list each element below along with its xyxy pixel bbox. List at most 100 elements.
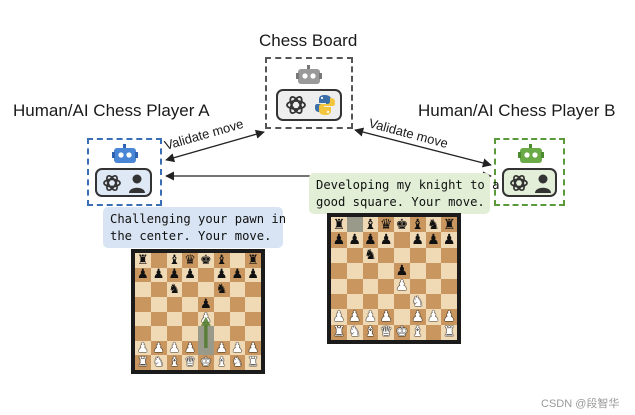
player-a-message-line: the center. Your move. xyxy=(110,229,272,243)
black-pawn-icon: ♟ xyxy=(332,232,346,248)
square-d4 xyxy=(378,278,394,294)
black-bishop-icon: ♝ xyxy=(364,217,377,233)
square-g3 xyxy=(229,326,246,341)
square-b3 xyxy=(346,293,363,310)
robot-icon xyxy=(112,144,138,163)
black-pawn-icon: ♟ xyxy=(184,267,196,283)
white-pawn-icon: ♟ xyxy=(168,340,181,356)
square-d5 xyxy=(182,296,198,312)
square-f2: ♟ xyxy=(213,340,230,356)
square-a7: ♟ xyxy=(331,232,347,248)
square-b6 xyxy=(346,247,363,264)
square-d8: ♛ xyxy=(182,253,198,268)
white-pawn-icon: ♟ xyxy=(215,340,228,356)
black-bishop-icon: ♝ xyxy=(215,253,228,268)
black-rook-icon: ♜ xyxy=(442,217,456,233)
square-f5 xyxy=(409,263,426,279)
black-queen-icon: ♛ xyxy=(379,217,393,233)
square-c5 xyxy=(362,263,379,279)
white-pawn-icon: ♟ xyxy=(348,309,361,325)
square-a8: ♜ xyxy=(135,253,151,268)
openai-logo-icon xyxy=(510,174,528,192)
square-a8: ♜ xyxy=(331,217,347,233)
player-a-card xyxy=(95,168,152,197)
edge-label-left: Validate move xyxy=(163,116,245,153)
square-c2: ♟ xyxy=(166,340,183,356)
player-a-message: Challenging your pawn in the center. You… xyxy=(103,207,287,248)
robot-icon xyxy=(296,65,322,84)
white-pawn-icon: ♟ xyxy=(442,309,456,325)
robot-icon xyxy=(518,144,544,163)
black-pawn-icon: ♟ xyxy=(200,296,212,312)
square-b6 xyxy=(150,282,167,297)
black-pawn-icon: ♟ xyxy=(379,232,393,248)
square-h1: ♜ xyxy=(245,355,261,370)
square-b8 xyxy=(150,253,167,268)
square-a1: ♜ xyxy=(135,355,151,370)
square-f4 xyxy=(409,278,426,294)
black-pawn-icon: ♟ xyxy=(168,267,181,283)
black-pawn-icon: ♟ xyxy=(411,232,424,248)
white-queen-icon: ♛ xyxy=(184,355,196,370)
square-c1: ♝ xyxy=(362,324,379,340)
square-b4 xyxy=(346,278,363,294)
square-a1: ♜ xyxy=(331,324,347,340)
square-e8: ♚ xyxy=(198,253,214,268)
square-b5 xyxy=(150,296,167,312)
square-e2 xyxy=(394,309,410,325)
player-b-message-line: Developing my knight to a xyxy=(316,178,500,192)
square-f5 xyxy=(213,296,230,312)
watermark: CSDN @段智华 xyxy=(541,398,620,410)
square-b1: ♞ xyxy=(150,355,167,370)
white-king-icon: ♚ xyxy=(395,324,409,340)
square-c2: ♟ xyxy=(362,309,379,325)
white-rook-icon: ♜ xyxy=(137,355,149,370)
player-b-message: Developing my knight to a good square. Y… xyxy=(309,173,500,214)
square-a3 xyxy=(331,293,347,310)
chessboard-player-a: ♜♝♛♚♝♜♟♟♟♟♟♟♟♞♞♟♟♟♟♟♟♟♟♟♜♞♝♛♚♝♞♜ xyxy=(131,249,265,374)
square-c7: ♟ xyxy=(166,267,183,283)
square-c7: ♟ xyxy=(362,232,379,248)
square-b3 xyxy=(150,326,167,341)
black-pawn-icon: ♟ xyxy=(395,263,409,279)
white-bishop-icon: ♝ xyxy=(215,355,228,370)
square-c8: ♝ xyxy=(166,253,183,268)
square-g2: ♟ xyxy=(229,340,246,356)
square-e1: ♚ xyxy=(198,355,214,370)
square-b2: ♟ xyxy=(150,340,167,356)
player-b-agent xyxy=(494,138,565,206)
white-king-icon: ♚ xyxy=(200,355,212,370)
white-rook-icon: ♜ xyxy=(247,355,259,370)
white-pawn-icon: ♟ xyxy=(332,309,346,325)
square-d4 xyxy=(182,311,198,327)
square-g6 xyxy=(229,282,246,297)
player-a-agent xyxy=(87,138,162,206)
move-arrow xyxy=(200,316,211,349)
tool-card xyxy=(276,89,342,121)
black-pawn-icon: ♟ xyxy=(231,267,244,283)
square-h1: ♜ xyxy=(441,324,457,340)
square-b7: ♟ xyxy=(346,232,363,248)
square-g7: ♟ xyxy=(229,267,246,283)
white-knight-icon: ♞ xyxy=(152,355,165,370)
square-a5 xyxy=(331,263,347,279)
square-f1: ♝ xyxy=(409,324,426,340)
square-d7: ♟ xyxy=(182,267,198,283)
black-king-icon: ♚ xyxy=(395,217,409,233)
person-icon xyxy=(129,174,145,193)
person-icon xyxy=(535,174,551,193)
square-e1: ♚ xyxy=(394,324,410,340)
square-g8 xyxy=(229,253,246,268)
square-g3 xyxy=(425,293,442,310)
black-knight-icon: ♞ xyxy=(364,247,377,264)
white-pawn-icon: ♟ xyxy=(137,340,149,356)
player-a-message-line: Challenging your pawn in xyxy=(110,212,287,226)
black-knight-icon: ♞ xyxy=(427,217,440,233)
chessboard-player-b: ♜♝♛♚♝♞♜♟♟♟♟♟♟♟♞♟♟♞♟♟♟♟♟♟♟♜♞♝♛♚♝♜ xyxy=(327,213,461,344)
arrow-board-player-a xyxy=(165,129,265,163)
square-d2: ♟ xyxy=(182,340,198,356)
square-g4 xyxy=(229,311,246,327)
square-h8: ♜ xyxy=(441,217,457,233)
square-h6 xyxy=(245,282,261,297)
